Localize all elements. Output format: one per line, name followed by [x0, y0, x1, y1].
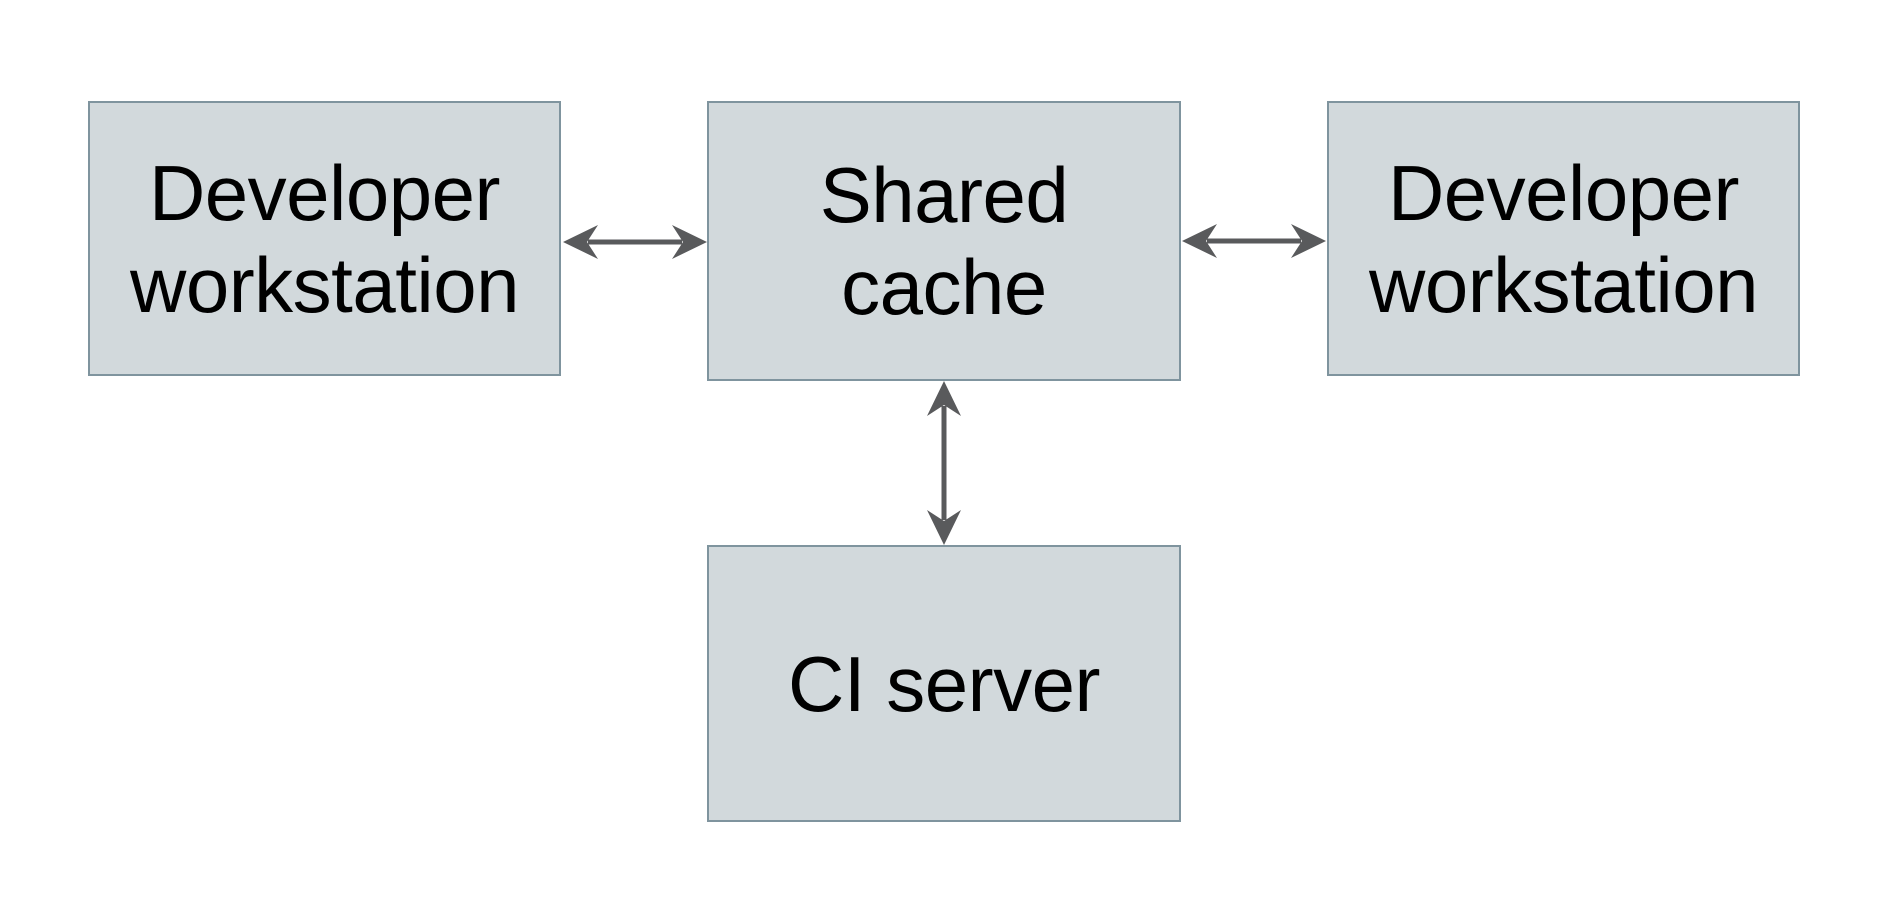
arrowhead-down-icon: [927, 510, 961, 545]
node-ci-server: CI server: [707, 545, 1181, 822]
node-shared-cache: Shared cache: [707, 101, 1181, 381]
node-label-line: CI server: [788, 639, 1100, 728]
node-label-line: Developer: [1387, 148, 1740, 237]
node-developer-workstation-left: Developer workstation: [88, 101, 561, 376]
arrowhead-right-icon: [672, 225, 707, 259]
arrow-devleft-cache: [563, 225, 707, 259]
arrowhead-right-icon: [1291, 224, 1326, 258]
arrowhead-up-icon: [927, 381, 961, 416]
node-label-line: workstation: [130, 240, 520, 329]
node-label-line: cache: [841, 243, 1047, 331]
node-label-line: workstation: [1369, 240, 1759, 329]
arrowhead-left-icon: [563, 225, 598, 259]
node-label-line: Shared: [819, 151, 1069, 239]
arrowhead-left-icon: [1182, 224, 1217, 258]
arrow-cache-devright: [1182, 224, 1326, 258]
node-developer-workstation-right: Developer workstation: [1327, 101, 1800, 376]
arrow-cache-ciserver: [927, 381, 961, 545]
node-label-line: Developer: [148, 148, 501, 237]
